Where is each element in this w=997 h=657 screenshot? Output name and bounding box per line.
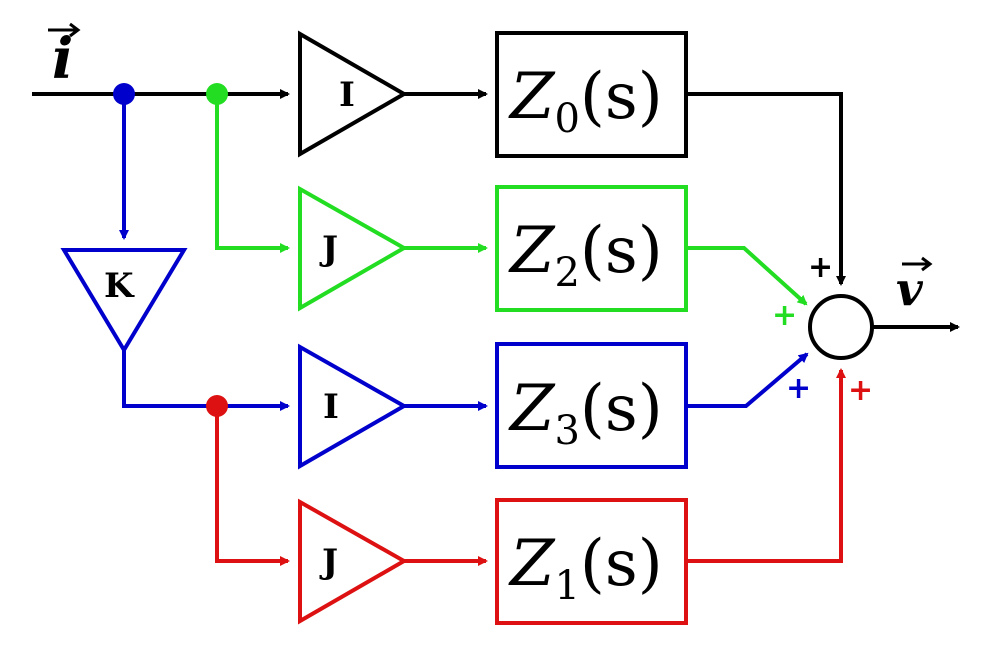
output-label-text: v	[896, 262, 924, 316]
path-z3: I Z3(s)	[122, 342, 809, 470]
wire-z1-to-sum	[686, 368, 846, 563]
path-z2: J Z2(s)	[206, 83, 808, 312]
gain-label-z3: I	[323, 387, 339, 427]
sign-blue: +	[786, 371, 811, 406]
path-z0: I Z0(s)	[32, 30, 846, 286]
block-z1-label: Z1(s)	[508, 527, 663, 609]
gain-triangle-z2	[298, 185, 409, 312]
k-label: K	[104, 266, 135, 306]
sign-red: +	[848, 373, 873, 408]
wire-z2-to-sum	[686, 246, 808, 306]
gain-triangle-z3	[298, 343, 409, 470]
block-z2-label: Z2(s)	[508, 214, 663, 296]
wire-z0-to-sum	[686, 92, 846, 286]
wire-branch-to-j-z2	[215, 94, 290, 253]
k-block-group: K	[60, 83, 188, 354]
wire-branch-to-j-z1	[215, 406, 290, 566]
gain-label-z0: I	[339, 75, 355, 115]
path-z1: J Z1(s)	[206, 368, 846, 625]
junction-dot-red	[206, 395, 228, 417]
gain-triangle-z1	[298, 498, 409, 625]
block-z2	[495, 185, 688, 312]
k-triangle	[60, 248, 188, 354]
sum-circle	[808, 294, 874, 360]
junction-dot-green	[206, 83, 228, 105]
sign-top: +	[808, 250, 833, 285]
wire-z3-to-sum	[686, 352, 809, 408]
input-label-text: i	[52, 26, 73, 92]
output-vector-arrowhead	[921, 256, 933, 272]
block-z1	[495, 498, 688, 625]
input-label: i	[48, 22, 81, 92]
summing-junction: + + + +	[772, 250, 874, 408]
input-vector-arrowhead	[69, 22, 81, 38]
gain-label-z2: J	[319, 229, 338, 269]
wire-k-to-i-z3	[122, 350, 290, 411]
junction-dot-blue	[113, 83, 135, 105]
sign-green: +	[772, 298, 797, 333]
block-z0-label: Z0(s)	[508, 60, 663, 142]
gain-triangle-z0	[298, 30, 409, 158]
gain-label-z1: J	[319, 542, 338, 582]
block-z3-label: Z3(s)	[508, 372, 663, 454]
output: v	[872, 256, 960, 332]
